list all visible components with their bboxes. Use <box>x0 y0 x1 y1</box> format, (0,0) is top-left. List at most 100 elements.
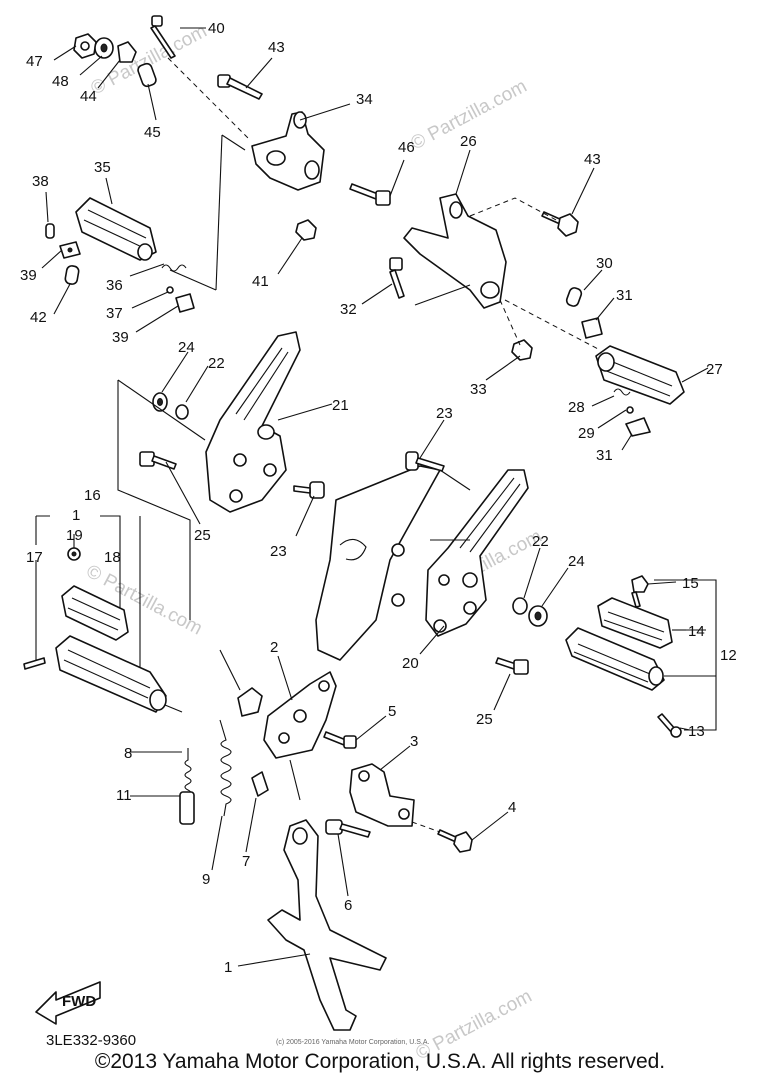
copyright-footer: ©2013 Yamaha Motor Corporation, U.S.A. A… <box>94 1050 666 1073</box>
callout-8: 8 <box>124 745 132 762</box>
callout-32: 32 <box>340 301 357 318</box>
callout-47: 47 <box>26 53 43 70</box>
callout-9: 9 <box>202 871 210 888</box>
callout-22: 22 <box>208 355 225 372</box>
pin-38 <box>45 223 55 239</box>
callout-22-right: 22 <box>532 533 549 550</box>
callout-48: 48 <box>52 73 69 90</box>
callout-39: 39 <box>20 267 37 284</box>
callout-1-top: 1 <box>72 507 80 524</box>
callout-3: 3 <box>410 733 418 750</box>
footrest-35 <box>75 197 157 261</box>
fwd-arrow-icon: FWD <box>35 981 101 1025</box>
frame-line <box>414 284 471 306</box>
callout-16: 16 <box>84 487 101 504</box>
spring-8 <box>179 748 195 825</box>
callout-25: 25 <box>194 527 211 544</box>
callout-28: 28 <box>568 399 585 416</box>
footpeg-12 <box>565 627 665 691</box>
bolt-46 <box>349 183 391 206</box>
callout-23-lower: 23 <box>270 543 287 560</box>
bolt-23b <box>405 451 445 472</box>
spring-36 <box>161 264 187 272</box>
callout-29: 29 <box>578 425 595 442</box>
collar-44 <box>117 41 137 63</box>
nut-33 <box>511 339 533 361</box>
bracket-line-18 <box>100 515 121 610</box>
callout-31: 31 <box>616 287 633 304</box>
callout-19: 19 <box>66 527 83 544</box>
nut-47 <box>73 33 97 59</box>
callout-38: 38 <box>32 173 49 190</box>
callout-leaders <box>35 27 709 967</box>
callout-21: 21 <box>332 397 349 414</box>
fwd-label: FWD <box>62 993 96 1010</box>
bolt-15 <box>631 575 649 608</box>
leader-line <box>219 649 241 691</box>
bracket-20 <box>425 469 529 637</box>
footpeg-16 <box>55 635 167 713</box>
callout-18: 18 <box>104 549 121 566</box>
callout-labels: 40 47 48 44 43 45 34 35 46 26 43 38 39 3… <box>20 20 737 976</box>
callout-15: 15 <box>682 575 699 592</box>
callout-33: 33 <box>470 381 487 398</box>
callout-17: 17 <box>26 549 43 566</box>
assembly-line <box>469 197 561 223</box>
bolt-4 <box>437 829 473 853</box>
plate-31a <box>581 317 603 339</box>
spring-9 <box>219 719 232 817</box>
callout-37: 37 <box>106 305 123 322</box>
callout-35: 35 <box>94 159 111 176</box>
frame-line <box>169 269 217 291</box>
spring-28 <box>613 388 631 396</box>
callout-6: 6 <box>344 897 352 914</box>
callout-24: 24 <box>178 339 195 356</box>
diagram-code: 3LE332-9360 <box>46 1032 136 1049</box>
washer-48 <box>94 37 114 59</box>
callout-44: 44 <box>80 88 97 105</box>
bracket-line-12 <box>706 579 717 731</box>
callout-41: 41 <box>252 273 269 290</box>
callout-46: 46 <box>398 139 415 156</box>
ball-29 <box>626 406 634 414</box>
callout-42: 42 <box>30 309 47 326</box>
callout-43-right: 43 <box>584 151 601 168</box>
callout-7: 7 <box>242 853 250 870</box>
callout-20: 20 <box>402 655 419 672</box>
bolt-40 <box>150 15 176 59</box>
callout-4: 4 <box>508 799 516 816</box>
callout-11: 11 <box>116 787 132 804</box>
plate-31b <box>625 417 651 437</box>
bolt-23a <box>293 481 325 499</box>
callout-2: 2 <box>270 639 278 656</box>
bolt-43 <box>217 74 263 100</box>
callout-25-lower: 25 <box>476 711 493 728</box>
pin-30 <box>565 287 583 307</box>
plate-39a <box>59 241 81 259</box>
assembly-line <box>167 57 251 141</box>
callout-24-right: 24 <box>568 553 585 570</box>
leader-line <box>289 759 301 801</box>
switch-bracket <box>237 687 263 717</box>
callout-5: 5 <box>388 703 396 720</box>
frame-line <box>117 379 206 441</box>
callout-12: 12 <box>720 647 737 664</box>
pin-42 <box>64 265 80 285</box>
frame-body <box>315 465 441 661</box>
bolt-5 <box>323 731 357 749</box>
bolt-25a <box>139 451 177 470</box>
nut-41 <box>295 219 317 241</box>
footpeg-rubber-18 <box>61 585 129 641</box>
bracket-34 <box>251 111 325 191</box>
bracket-26 <box>403 193 507 309</box>
callout-27: 27 <box>706 361 723 378</box>
callout-34: 34 <box>356 91 373 108</box>
small-copyright: (c) 2005-2016 Yamaha Motor Corporation, … <box>276 1039 429 1046</box>
frame-line <box>117 380 191 620</box>
callout-13: 13 <box>688 723 705 740</box>
stand-bracket-2 <box>263 671 337 759</box>
callout-45: 45 <box>144 124 161 141</box>
frame-line <box>221 134 246 151</box>
bolt-32 <box>389 257 405 299</box>
